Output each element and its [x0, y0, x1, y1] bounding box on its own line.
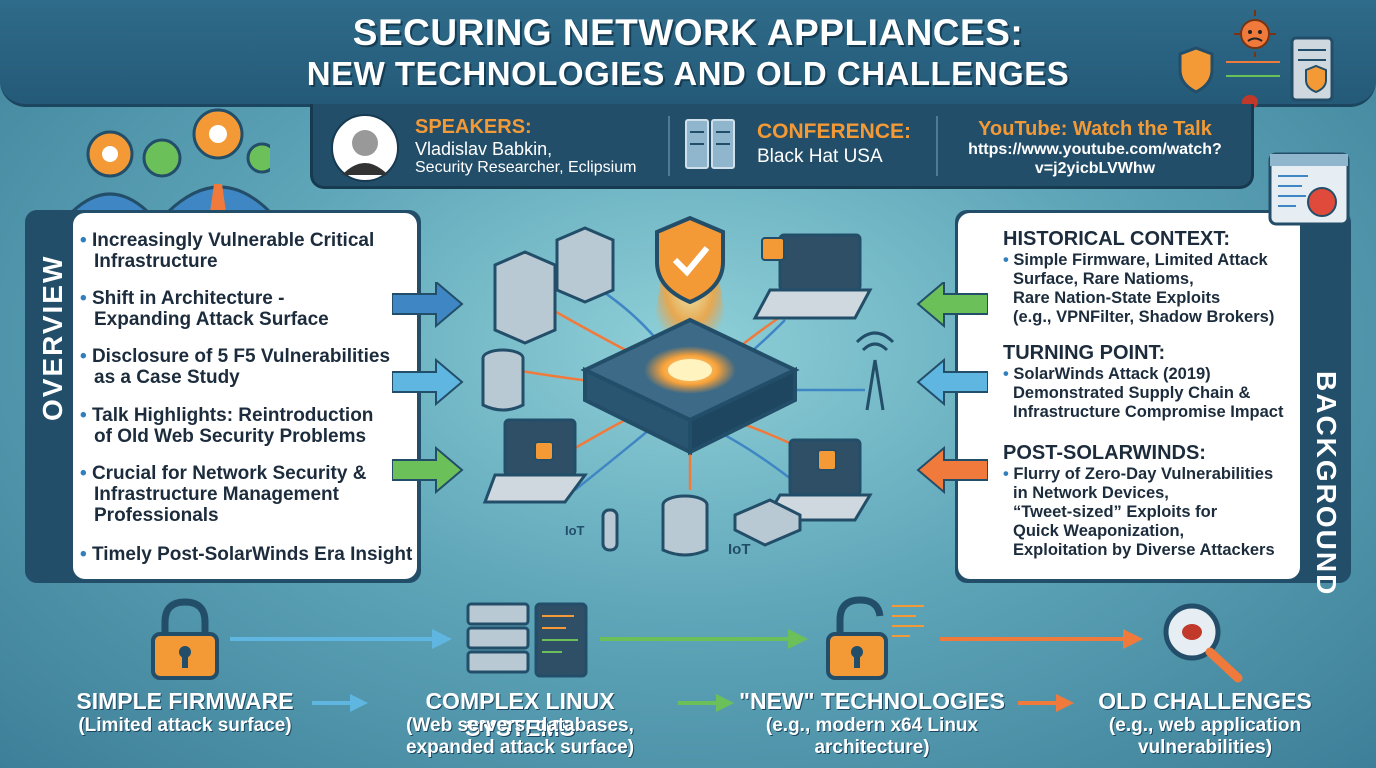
arrow-left-icon [916, 282, 988, 329]
server-icon [493, 226, 615, 345]
antenna-icon [855, 331, 895, 411]
lock-closed-icon [151, 598, 219, 680]
lock-icon [534, 237, 837, 471]
arrow-right-icon [392, 445, 464, 495]
magnifier-bug-icon [1163, 603, 1243, 683]
virus-icon [1234, 10, 1276, 57]
server-rack-icon [685, 119, 735, 169]
flow-step-title: SIMPLE FIRMWARE [76, 688, 294, 714]
arrow-right-icon [392, 357, 464, 407]
code-window-icon [1268, 152, 1350, 226]
background-section-historical: HISTORICAL CONTEXT: • Simple Firmware, L… [1003, 228, 1303, 327]
list-item: • Crucial for Network Security & Infrast… [80, 463, 367, 526]
speaker-name: Vladislav Babkin, [415, 139, 553, 159]
background-section-post-solarwinds: POST-SOLARWINDS: • Flurry of Zero-Day Vu… [1003, 442, 1303, 560]
flow-arrow [230, 629, 452, 649]
conference-name: Black Hat USA [757, 146, 883, 167]
section-heading: TURNING POINT: [1003, 342, 1166, 364]
flow-step-title: OLD CHALLENGES [1098, 688, 1312, 714]
team-gears-illustration [68, 108, 270, 214]
list-item: • Disclosure of 5 F5 Vulnerabilities as … [80, 346, 391, 388]
flow-step-desc: (e.g., web application [1108, 715, 1302, 736]
overview-list [73, 213, 417, 579]
list-item: • Talk Highlights: Reintroduction of Old… [80, 405, 374, 447]
talk-info-bar [310, 104, 1254, 189]
router-icon [733, 498, 802, 547]
flow-arrow [600, 629, 808, 649]
divider [936, 116, 938, 176]
background-list [958, 213, 1300, 579]
flow-step-desc: (e.g., modern x64 Linux [765, 715, 979, 736]
server-icon [1290, 36, 1334, 102]
section-heading: POST-SOLARWINDS: [1003, 442, 1206, 464]
arrow-right-icon [392, 282, 464, 329]
list-item: • Increasingly Vulnerable Critical Infra… [80, 230, 375, 272]
right-arrows [916, 282, 988, 495]
youtube-label: YouTube: Watch the Talk [978, 118, 1212, 140]
shield-check-icon [655, 215, 725, 305]
page-subtitle: NEW TECHNOLOGIES AND OLD CHALLENGES [306, 55, 1070, 92]
speakers-label: SPEAKERS: [415, 116, 532, 138]
flow-arrow [312, 694, 368, 712]
sensor-icon [601, 508, 619, 552]
flow-arrow [940, 629, 1143, 649]
overview-label: OVERVIEW [33, 255, 73, 421]
speaker-avatar [331, 114, 399, 182]
database-icon [481, 348, 709, 557]
flow-step-desc: expanded attack surface) [405, 737, 635, 758]
section-heading: HISTORICAL CONTEXT: [1003, 228, 1231, 250]
left-arrows [392, 282, 464, 495]
flow-step-desc: architecture) [814, 737, 930, 758]
iot-label-small: IoT [565, 523, 585, 538]
flow-arrow [1018, 694, 1074, 712]
flow-step-desc: (Web servers, databases, [406, 715, 634, 736]
iot-label: IoT [728, 541, 751, 558]
youtube-link-cont[interactable]: v=j2yicbLVWhw [1034, 160, 1156, 177]
list-item: • Timely Post-SolarWinds Era Insight [80, 544, 413, 565]
arrow-left-icon [916, 357, 988, 407]
virus-icon [1307, 187, 1337, 217]
flow-step-desc: vulnerabilities) [1137, 737, 1273, 758]
flow-step-desc: (Limited attack surface) [78, 715, 292, 736]
flow-arrow [678, 694, 734, 712]
flow-step-title: "NEW" TECHNOLOGIES [739, 688, 1005, 714]
lock-open-icon [826, 596, 924, 680]
background-section-turning-point: TURNING POINT: • SolarWinds Attack (2019… [1003, 342, 1303, 422]
conference-label: CONFERENCE: [757, 120, 912, 143]
divider [668, 116, 670, 176]
appliance-device [580, 317, 800, 456]
network-appliance-illustration: IoT IoT [481, 215, 895, 558]
speaker-role: Security Researcher, Eclipsium [415, 159, 637, 176]
shield-icon [1178, 46, 1214, 94]
background-label: BACKGROUND [1306, 371, 1346, 596]
arrow-left-icon [916, 445, 988, 495]
laptop-icon [482, 233, 873, 522]
flow-step-title: COMPLEX LINUX SYSTEMS [425, 688, 615, 741]
header-security-illustration [1178, 10, 1334, 109]
list-item: • Shift in Architecture - Expanding Atta… [80, 288, 329, 330]
page-title: SECURING NETWORK APPLIANCES: [352, 12, 1024, 53]
linux-servers-icon [466, 602, 588, 678]
youtube-link[interactable]: https://www.youtube.com/watch? [968, 141, 1222, 158]
gear-icon [142, 138, 270, 178]
